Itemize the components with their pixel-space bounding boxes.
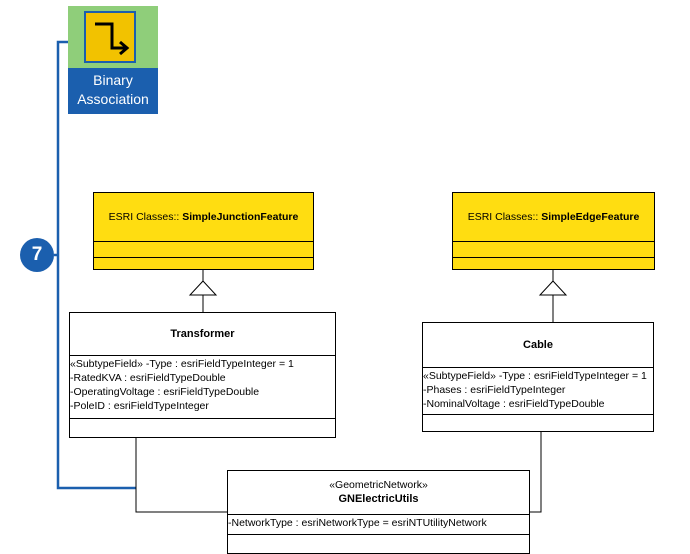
class-attributes: «SubtypeField» -Type : esriFieldTypeInte…	[70, 356, 335, 419]
class-gn-electric-utils[interactable]: «GeometricNetwork» GNElectricUtils -Netw…	[227, 470, 530, 554]
esri-class-attributes	[94, 242, 313, 258]
callout-bracket	[56, 40, 136, 490]
class-attributes: -NetworkType : esriNetworkType = esriNTU…	[228, 515, 529, 535]
class-title: GNElectricUtils	[338, 493, 419, 505]
esri-class-operations	[453, 258, 654, 273]
esri-class-title: ESRI Classes:: SimpleEdgeFeature	[453, 193, 654, 242]
esri-class-attributes	[453, 242, 654, 258]
esri-class-simple-edge-feature[interactable]: ESRI Classes:: SimpleEdgeFeature	[452, 192, 655, 270]
class-title: Cable	[423, 323, 653, 368]
generalization-arrow-transformer	[188, 280, 218, 296]
class-stereotype: «GeometricNetwork»	[329, 479, 428, 491]
tool-label-line1: Binary	[93, 72, 133, 88]
esri-class-operations	[94, 258, 313, 273]
class-attributes: «SubtypeField» -Type : esriFieldTypeInte…	[423, 368, 653, 415]
binary-association-icon[interactable]	[84, 11, 136, 63]
association-cable-network	[530, 432, 542, 513]
attribute: -PoleID : esriFieldTypeInteger	[70, 400, 209, 412]
attribute: -NetworkType : esriNetworkType = esriNTU…	[228, 517, 487, 529]
callout-number: 7	[20, 238, 54, 272]
esri-class-title: ESRI Classes:: SimpleJunctionFeature	[94, 193, 313, 242]
attribute: -RatedKVA : esriFieldTypeDouble	[70, 372, 226, 384]
attribute: «SubtypeField» -Type : esriFieldTypeInte…	[70, 358, 294, 370]
esri-class-prefix: ESRI Classes::	[467, 211, 542, 223]
attribute: «SubtypeField» -Type : esriFieldTypeInte…	[423, 370, 647, 382]
attribute: -Phases : esriFieldTypeInteger	[423, 384, 566, 396]
binary-association-label[interactable]: Binary Association	[68, 68, 158, 114]
class-title: Transformer	[70, 313, 335, 356]
class-cable[interactable]: Cable «SubtypeField» -Type : esriFieldTy…	[422, 322, 654, 432]
generalization-arrow-cable	[538, 280, 568, 296]
class-transformer[interactable]: Transformer «SubtypeField» -Type : esriF…	[69, 312, 336, 438]
tool-label-line2: Association	[77, 91, 149, 107]
esri-class-name: SimpleJunctionFeature	[182, 211, 299, 223]
esri-class-name: SimpleEdgeFeature	[541, 211, 640, 223]
esri-class-simple-junction-feature[interactable]: ESRI Classes:: SimpleJunctionFeature	[93, 192, 314, 270]
association-transformer-network	[135, 438, 227, 513]
class-title-block: «GeometricNetwork» GNElectricUtils	[228, 471, 529, 515]
attribute: -NominalVoltage : esriFieldTypeDouble	[423, 398, 605, 410]
esri-class-prefix: ESRI Classes::	[108, 211, 183, 223]
attribute: -OperatingVoltage : esriFieldTypeDouble	[70, 386, 260, 398]
